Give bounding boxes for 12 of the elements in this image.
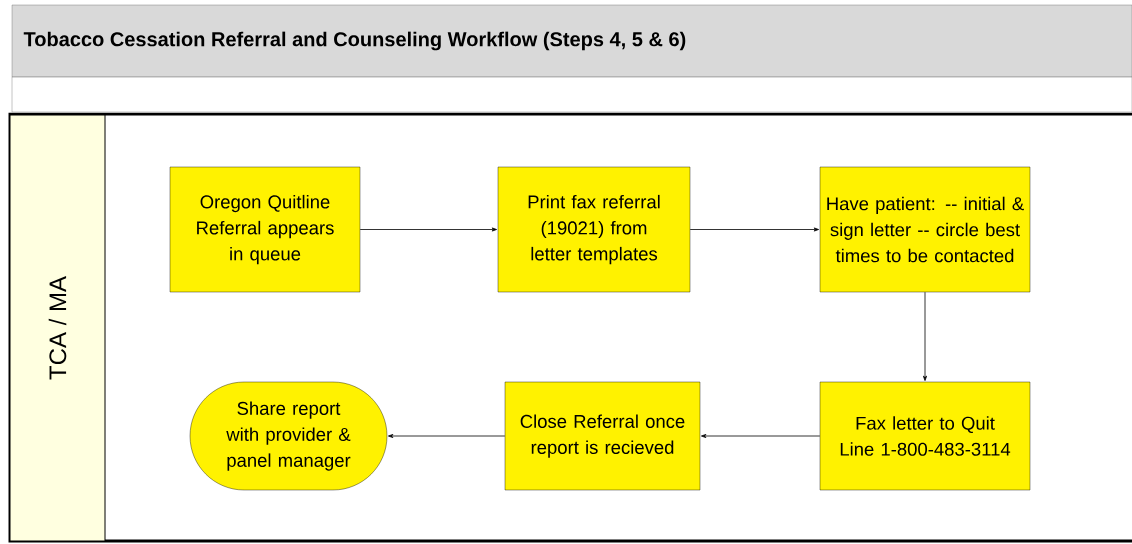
lane-label: TCA / MA (9, 114, 106, 542)
process-box: Have patient: -- initial & sign letter -- circle best times to be contacted (819, 166, 1031, 293)
arrow (701, 434, 821, 438)
process-box: Fax letter to Quit Line 1-800-483-3114 (819, 381, 1031, 491)
process-box: Print fax referral (19021) from letter templates (497, 166, 691, 293)
arrow (689, 227, 819, 232)
arrow (388, 434, 506, 438)
process-box: Close Referral once report is recieved (504, 381, 701, 491)
arrow (923, 291, 927, 381)
diagram-title: Tobacco Cessation Referral and Counseling Workflow (Steps 4, 5 & 6) (23, 31, 686, 51)
arrow (359, 227, 497, 232)
process-box: Oregon Quitline Referral appears in queue (169, 166, 361, 293)
